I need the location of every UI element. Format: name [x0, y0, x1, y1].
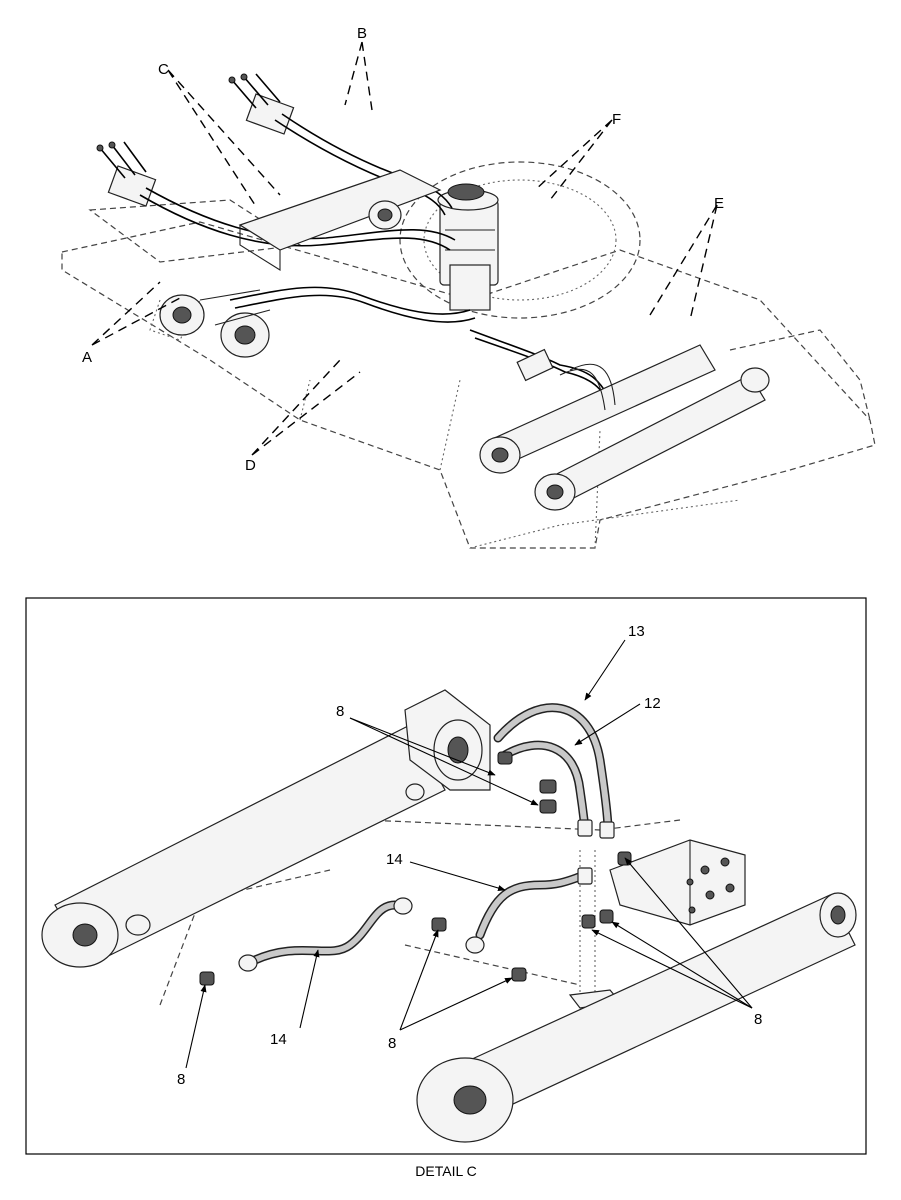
overview-callouts: B C F E A D: [82, 25, 724, 474]
callout-8-mid: 8: [388, 1035, 396, 1052]
cylinder-lower-right: [416, 892, 857, 1143]
detail-frame: [25, 597, 867, 1155]
fitting: [539, 779, 557, 794]
hose-14-center: [465, 867, 593, 954]
callout-14-lower: 14: [270, 1031, 287, 1048]
callout-d: D: [245, 457, 256, 474]
detail-manifold-block: [609, 839, 746, 926]
fittings: [199, 751, 632, 986]
detail-illustration: 13 12 8 14 14 8 8 8: [41, 623, 857, 1143]
callout-a: A: [82, 349, 92, 366]
turntable-ring: [399, 161, 641, 319]
detail-callouts: 13 12 8 14 14 8 8 8: [177, 623, 762, 1088]
hose-14-left: [238, 897, 413, 972]
callout-8-top: 8: [336, 703, 344, 720]
callout-8-right: 8: [754, 1011, 762, 1028]
rotary-joint: [437, 183, 499, 311]
callout-12: 12: [644, 695, 661, 712]
callout-e: E: [714, 195, 724, 212]
callout-13: 13: [628, 623, 645, 640]
right-cylinders: [479, 344, 770, 511]
base-frame: [61, 199, 876, 549]
manifold-block-upper: [238, 169, 442, 271]
callout-c: C: [158, 61, 169, 78]
detail-leaders: [185, 639, 753, 1069]
cylinder-upper-left: [41, 689, 491, 968]
fitting: [431, 917, 447, 932]
fitting: [511, 967, 527, 982]
fitting: [539, 799, 557, 814]
fitting: [497, 751, 513, 765]
valve-bank-left: [96, 141, 157, 207]
callout-8-left: 8: [177, 1071, 185, 1088]
callout-14-upper: 14: [386, 851, 403, 868]
callout-f: F: [612, 111, 621, 128]
detail-caption: DETAIL C: [415, 1163, 476, 1179]
overview-illustration: B C F E A D: [61, 25, 876, 549]
hose-12: [500, 740, 593, 837]
hose-13: [493, 703, 615, 839]
fitting: [581, 914, 596, 929]
left-cylinders: [159, 289, 271, 358]
fitting: [199, 971, 215, 986]
fitting: [599, 909, 614, 924]
callout-b: B: [357, 25, 367, 42]
overview-leaders: [91, 41, 718, 456]
